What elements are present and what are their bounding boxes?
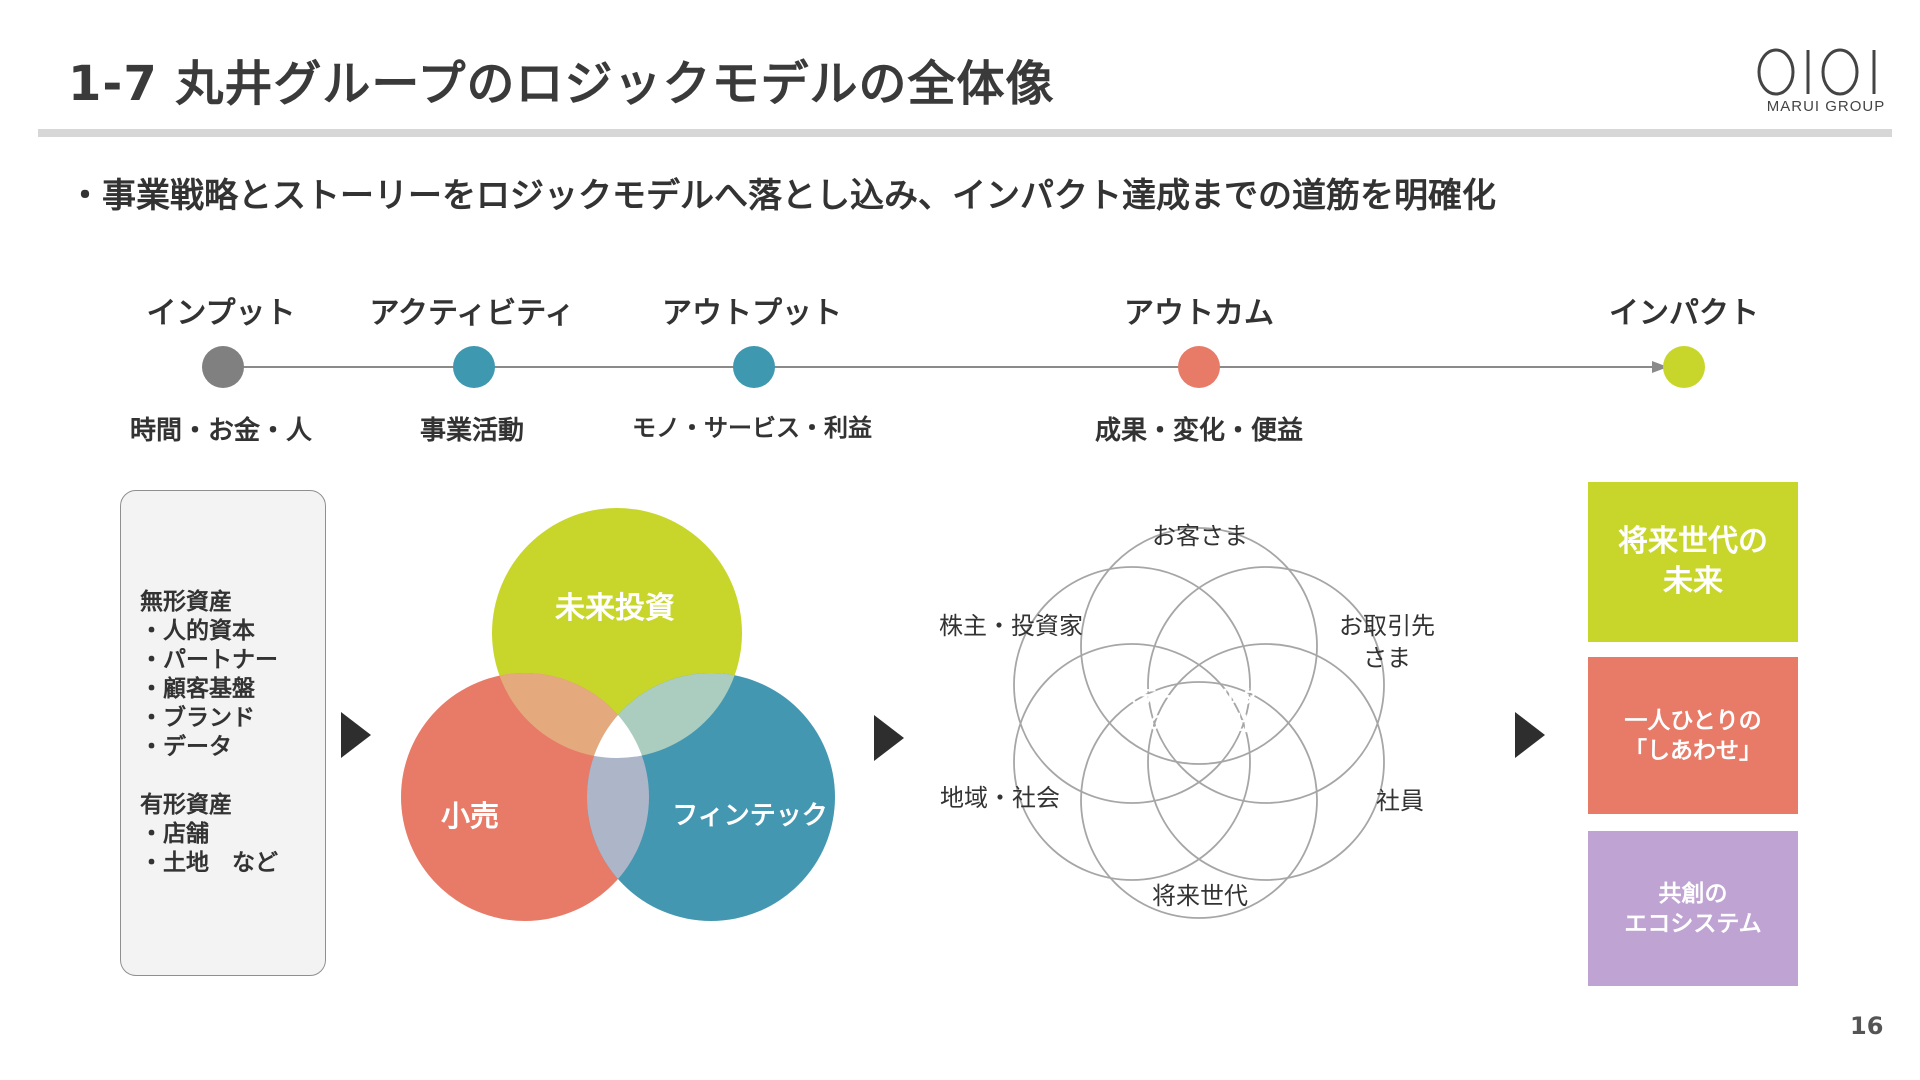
input-item: ・パートナー	[140, 647, 278, 673]
impact-line: 一人ひとりの	[1624, 707, 1762, 734]
impact-line: エコシステム	[1624, 910, 1762, 937]
intangible-title: 無形資産	[140, 589, 232, 615]
stage-dot-outcome	[1178, 346, 1220, 388]
stage-label-outcome: アウトカム	[1124, 296, 1274, 331]
flow-arrow-icon	[874, 715, 904, 761]
input-item: ・人的資本	[140, 618, 255, 644]
stage-dot-output	[733, 346, 775, 388]
flow-arrow-icon	[341, 712, 371, 758]
venn-overlap-future-fintech	[587, 673, 742, 758]
venn-label-future-investment: 未来投資	[555, 591, 675, 626]
input-item: ・データ	[140, 734, 232, 760]
stage-label-input: インプット	[146, 296, 296, 331]
subtitle: ・事業戦略とストーリーをロジックモデルへ落とし込み、インパクト達成までの道筋を明…	[68, 176, 1496, 216]
impact-line: 「しあわせ」	[1624, 737, 1762, 764]
input-resources-box	[120, 490, 326, 976]
impact-box-ecosystem: 共創のエコシステム	[1588, 831, 1798, 986]
impact-line: 共創の	[1658, 880, 1728, 907]
stage-label-activity: アクティビティ	[369, 296, 575, 331]
stakeholder-future-generations: 将来世代	[1152, 882, 1248, 910]
stakeholder-shareholders: 株主・投資家	[939, 612, 1083, 640]
input-resources-list: 無形資産 ・人的資本 ・パートナー ・顧客基盤 ・ブランド ・データ 有形資産 …	[140, 588, 278, 878]
impact-box-future-generations: 将来世代の未来	[1588, 482, 1798, 642]
stage-label-output: アウトプット	[662, 296, 842, 331]
stakeholder-diagram: ステークホルダー の価値創出 お客さま お取引先 さま 社員 将来世代 地域・社…	[939, 522, 1435, 919]
stage-dot-impact	[1663, 346, 1705, 388]
marui-logo-icon	[1757, 48, 1876, 96]
venn-overlap-future-retail	[492, 673, 649, 758]
input-item: ・ブランド	[140, 705, 255, 731]
impact-box-happiness: 一人ひとりの「しあわせ」	[1588, 657, 1798, 814]
input-item: ・土地 など	[140, 850, 278, 876]
stakeholder-suppliers: お取引先	[1339, 612, 1435, 640]
stage-dot-activity	[453, 346, 495, 388]
venn-label-fintech: フィンテック	[672, 801, 827, 831]
stage-sub-input: 時間・お金・人	[129, 416, 312, 446]
tangible-title: 有形資産	[140, 792, 232, 818]
stakeholder-community: 地域・社会	[940, 784, 1060, 812]
stakeholder-employees: 社員	[1376, 787, 1424, 815]
flow-arrow-icon	[1515, 712, 1545, 758]
stage-dot-input	[202, 346, 244, 388]
stage-sub-output: モノ・サービス・利益	[632, 414, 872, 442]
stakeholder-center-line2: の価値創出	[1149, 711, 1249, 735]
stage-label-impact: インパクト	[1609, 296, 1759, 331]
stakeholder-suppliers-line2: さま	[1363, 644, 1411, 672]
stage-sub-activity: 事業活動	[419, 416, 524, 446]
stakeholder-customers: お客さま	[1152, 522, 1248, 550]
input-item: ・店舗	[140, 821, 209, 847]
stage-sub-outcome: 成果・変化・便益	[1094, 416, 1303, 446]
stakeholder-circles	[1013, 527, 1385, 919]
page-title: 1-7 丸井グループのロジックモデルの全体像	[68, 56, 1055, 112]
activity-venn: 未来投資 小売 フィンテック	[401, 508, 835, 921]
impact-line: 未来	[1663, 564, 1723, 599]
stakeholder-center-line1: ステークホルダー	[1119, 685, 1279, 709]
title-divider	[38, 129, 1892, 137]
venn-label-retail: 小売	[441, 799, 499, 833]
logo-text: MARUI GROUP	[1766, 98, 1886, 115]
input-item: ・顧客基盤	[140, 676, 255, 702]
page-number: 16	[1850, 1012, 1884, 1040]
impact-line: 将来世代の	[1618, 524, 1768, 559]
timeline-arrowhead-icon	[1652, 361, 1668, 373]
